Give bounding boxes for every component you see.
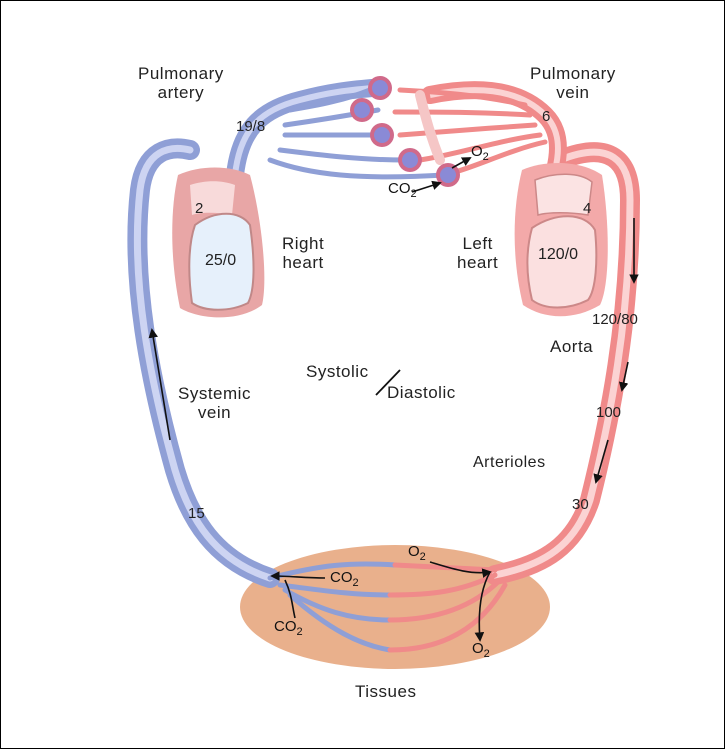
tissue-o2-top-label: O2 [408, 543, 426, 563]
arteriole-pressure: 30 [572, 496, 589, 513]
left-atrium-pressure: 4 [583, 200, 591, 217]
tissue-o2-bottom-label: O2 [472, 640, 490, 660]
pulmonary-vein-label: Pulmonary vein [530, 64, 616, 102]
left-heart [515, 163, 608, 316]
left-heart-label: Left heart [457, 234, 498, 272]
pulmonary-vein-pressure: 6 [542, 108, 550, 125]
right-heart [172, 168, 264, 318]
diastolic-label: Diastolic [387, 383, 456, 402]
right-heart-label: Right heart [282, 234, 324, 272]
tissue-co2-bottom-label: CO2 [274, 618, 303, 638]
systemic-vein-label: Systemic vein [178, 384, 251, 422]
systemic-vein-pressure: 15 [188, 505, 205, 522]
arterioles-label: Arterioles [473, 453, 546, 472]
right-atrium-pressure: 2 [195, 200, 203, 217]
right-ventricle-pressure: 25/0 [205, 252, 236, 270]
left-ventricle-pressure: 120/0 [538, 246, 578, 264]
tissue-co2-left-label: CO2 [330, 569, 359, 589]
pulmonary-artery-label: Pulmonary artery [138, 64, 224, 102]
aorta-lower-pressure: 100 [596, 404, 621, 421]
pulmonary-artery-pressure: 19/8 [236, 118, 265, 135]
lung-o2-label: O2 [471, 143, 489, 163]
systolic-label: Systolic [306, 362, 369, 381]
lung-co2-label: CO2 [388, 180, 417, 200]
aorta-label: Aorta [550, 337, 593, 356]
tissues-label: Tissues [355, 682, 416, 701]
aorta-pressure: 120/80 [592, 311, 638, 328]
